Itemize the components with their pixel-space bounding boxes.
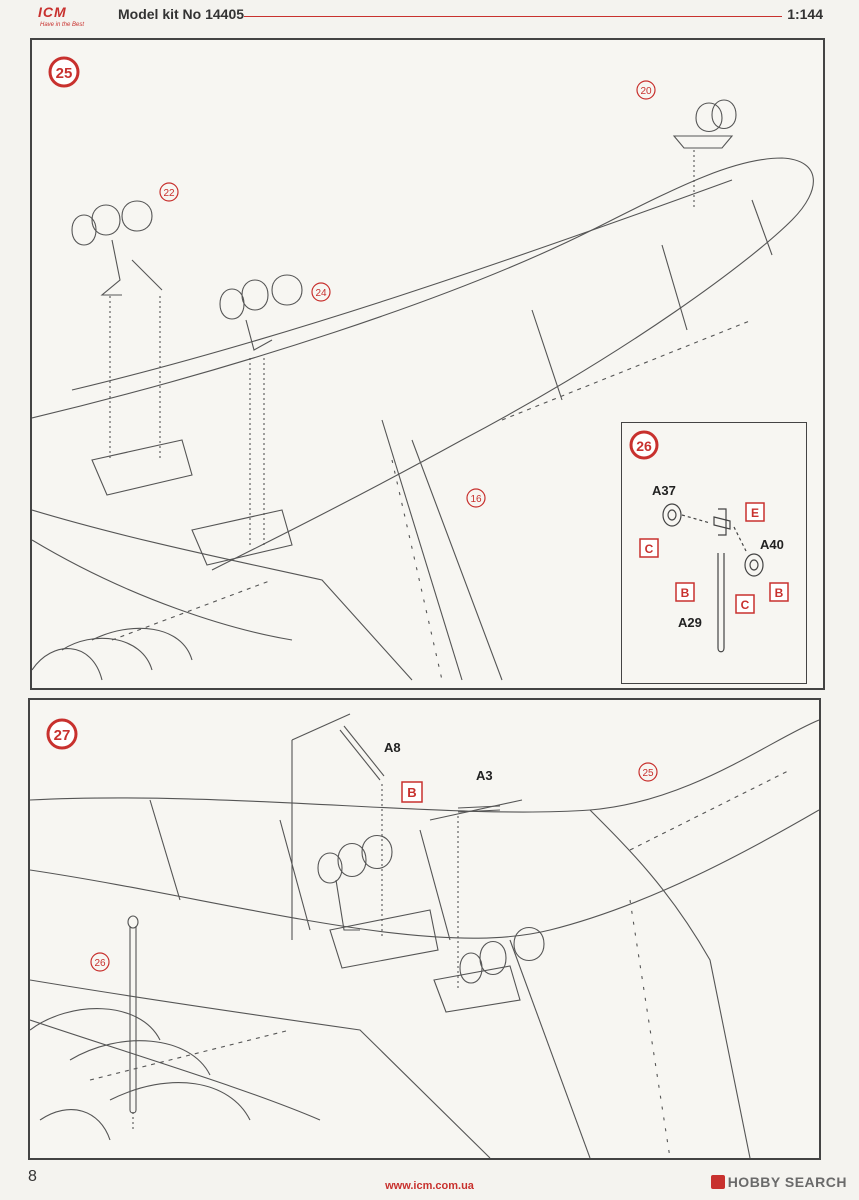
brand-logo: ICM <box>38 4 67 20</box>
letter-b-2: B <box>775 586 784 600</box>
ref-20: 20 <box>640 86 652 97</box>
step-27-illustration: 27 A8 A3 B 25 26 <box>29 713 820 1159</box>
letter-c-1: C <box>645 542 654 556</box>
watermark-text: HOBBY SEARCH <box>727 1174 847 1190</box>
step-25-badge <box>48 56 80 88</box>
step-27-panel: 27 A8 A3 B 25 26 <box>28 698 821 1160</box>
letter-c-2: C <box>741 598 750 612</box>
step-25-illustration: 25 20 22 24 16 <box>31 56 814 681</box>
kit-number: Model kit No 14405 <box>118 6 245 22</box>
part-a3: A3 <box>476 768 493 783</box>
part-a8: A8 <box>384 740 401 755</box>
step-27-badge <box>46 718 78 750</box>
part-a40: A40 <box>760 537 784 552</box>
part-a37: A37 <box>652 483 676 498</box>
ref-26: 26 <box>94 958 106 969</box>
letter-e: E <box>751 506 759 520</box>
brand-tagline: Have in the Best <box>40 22 85 28</box>
header-rule <box>244 16 782 17</box>
step-25-panel: 25 20 22 24 16 <box>30 38 825 690</box>
ref-25: 25 <box>642 768 654 779</box>
step-26-panel: 26 A37 A40 A29 E C B C B <box>621 422 807 684</box>
footer-url: www.icm.com.ua <box>385 1180 474 1192</box>
ref-22: 22 <box>163 188 175 199</box>
kit-scale: 1:144 <box>787 6 823 22</box>
watermark: HOBBY SEARCH <box>710 1174 847 1190</box>
ref-24: 24 <box>315 288 327 299</box>
letter-b-1: B <box>681 586 690 600</box>
step-26-badge <box>629 430 659 460</box>
step-27-number: 27 <box>54 727 71 744</box>
part-a29: A29 <box>678 615 702 630</box>
page-header: ICM Have in the Best Model kit No 14405 … <box>0 0 859 36</box>
letter-b: B <box>407 785 416 800</box>
step-25-number: 25 <box>56 65 73 82</box>
page-number: 8 <box>28 1168 37 1185</box>
ref-16: 16 <box>470 494 482 505</box>
hobby-search-icon <box>710 1175 725 1189</box>
step-26-number: 26 <box>636 438 652 454</box>
step-26-illustration: 26 A37 A40 A29 E C B C B <box>629 430 789 653</box>
